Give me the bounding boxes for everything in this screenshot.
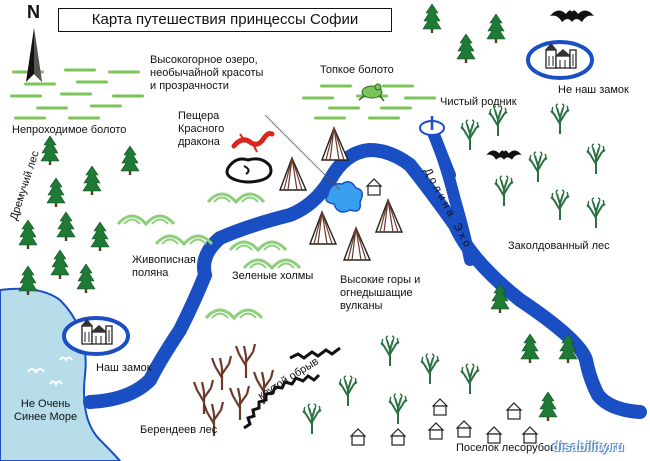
village-houses (350, 398, 538, 446)
lake (325, 181, 363, 213)
label-sea: Не Очень Синее Море (14, 398, 78, 423)
label-village: Поселок лесорубов (456, 442, 556, 454)
label-clear-spring: Чистый родник (440, 96, 517, 108)
bat-icon (486, 150, 522, 160)
label-mountains: Высокие горы и огнедышащие вулканы (340, 274, 421, 312)
label-impassable-swamp: Непроходимое болото (12, 124, 127, 136)
frog (358, 83, 385, 102)
mountain-house (366, 178, 382, 196)
cliff (243, 373, 321, 430)
lake-pointer (264, 114, 341, 191)
seagulls (27, 356, 73, 386)
our-castle (62, 316, 130, 356)
label-dragon-cave: Пещера Красного дракона (178, 110, 225, 148)
map-title: Карта путешествия принцессы Софии (58, 8, 392, 32)
compass-north-letter: N (27, 2, 40, 22)
not-our-castle (526, 40, 594, 80)
label-our-castle: Наш замок (96, 362, 152, 374)
label-berendey-forest: Берендеев лес (140, 424, 218, 436)
label-meadow: Живописная поляна (132, 254, 196, 279)
label-not-our-castle: Не наш замок (558, 84, 629, 96)
enchanted-forest (460, 103, 606, 229)
label-highland-lake: Высокогорное озеро, необычайной красоты … (150, 54, 264, 92)
watermark: disability.ru (552, 439, 624, 454)
dragon-cave (225, 157, 273, 184)
cliff-upper (289, 346, 341, 360)
red-dragon (231, 131, 275, 153)
label-enchanted-forest: Заколдованный лес (508, 240, 610, 252)
bat-icon (550, 10, 594, 22)
river-branch-upper (426, 124, 456, 181)
north-pines (422, 3, 506, 64)
compass-arrow (26, 28, 42, 82)
sea (0, 287, 122, 461)
label-green-hills: Зеленые холмы (232, 270, 314, 282)
label-quagmire: Топкое болото (320, 64, 394, 76)
river (83, 142, 647, 419)
